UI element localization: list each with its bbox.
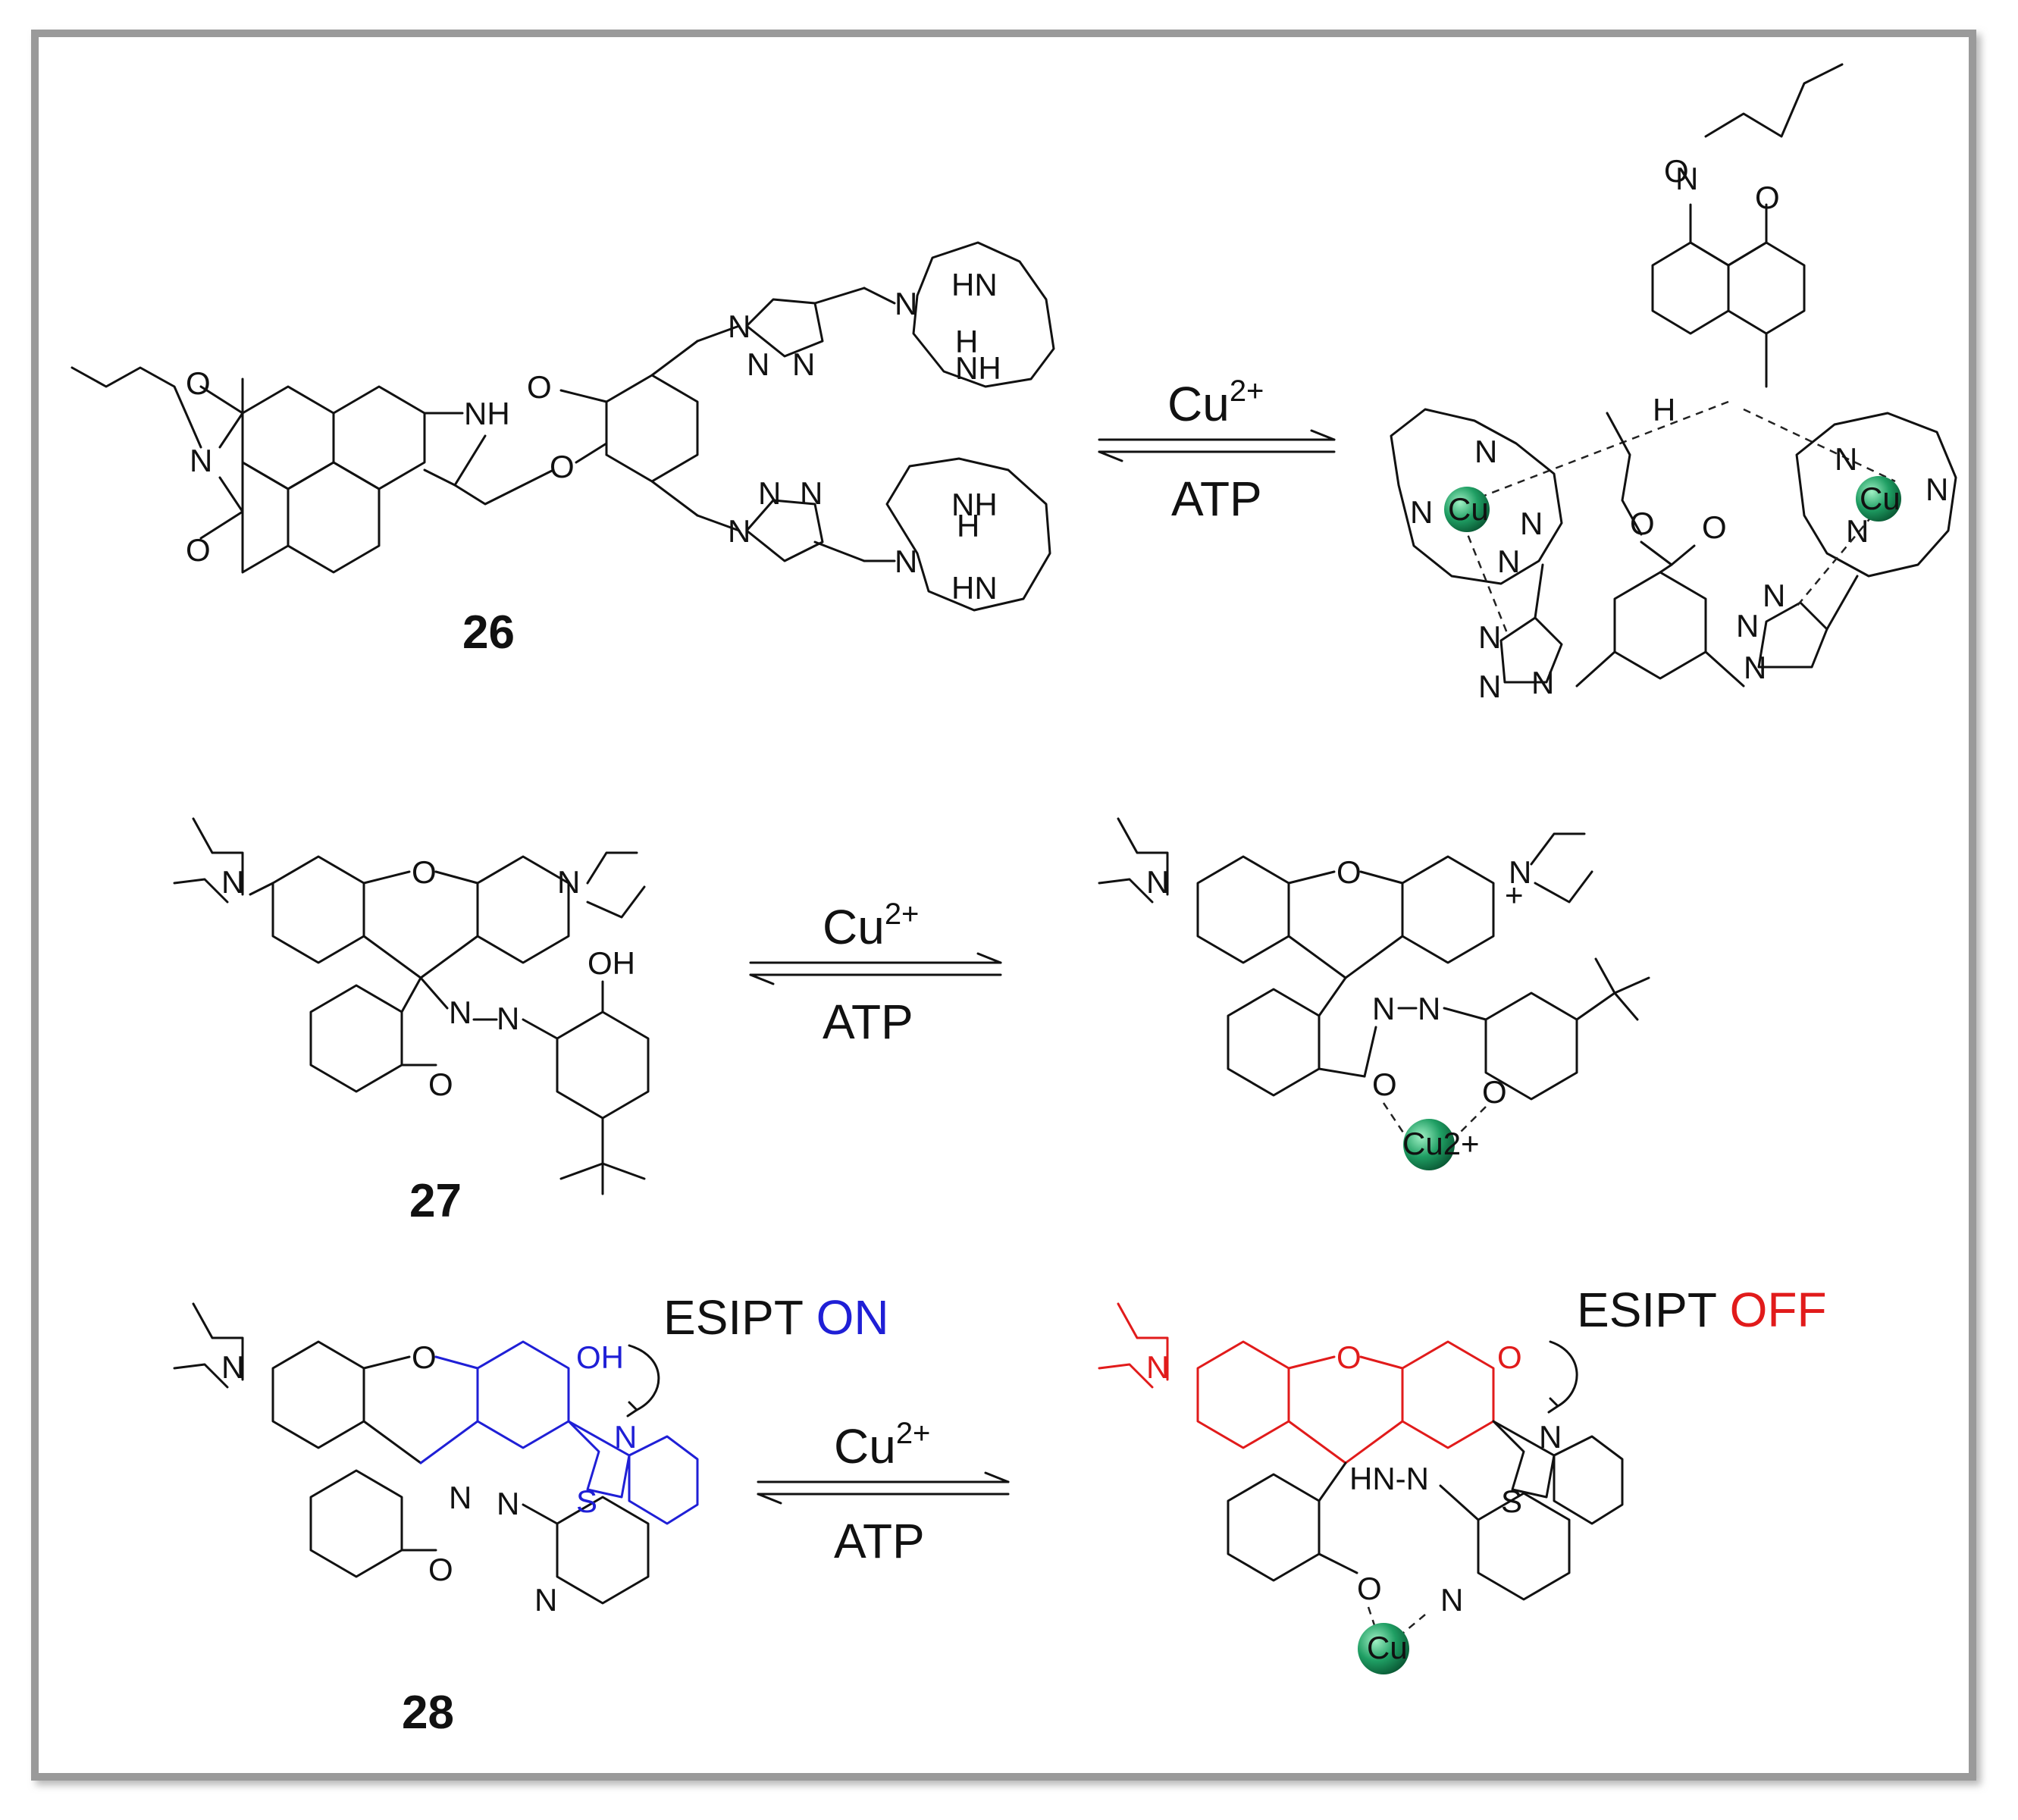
copper-ion (1403, 1119, 1455, 1170)
atom-n: N (1478, 619, 1501, 655)
atom-o: O (186, 532, 211, 568)
atom-nh: NH (464, 396, 510, 431)
atom-o: O (1372, 1067, 1397, 1102)
atom-n: N (747, 346, 769, 382)
reagent-label: Cu2+ (1167, 374, 1264, 431)
equilibrium-arrow (757, 1471, 1010, 1505)
product-28-copper-complex: N O O HN-N O N N S Cu (1098, 1302, 1624, 1674)
product-27-copper-complex: N O N + N N O O Cu2+ (1098, 817, 1650, 1170)
atom-o: O (527, 369, 552, 405)
atom-n: N (1478, 669, 1501, 704)
atom-nh: NH (951, 487, 998, 522)
atom-n: N (221, 1349, 244, 1385)
atom-n: N (1372, 991, 1395, 1026)
atom-n: N (190, 443, 212, 478)
reagent-label: Cu2+ (834, 1417, 930, 1474)
atom-o: O (1497, 1339, 1522, 1375)
atom-s: S (576, 1483, 597, 1519)
reagent-label: Cu2+ (823, 897, 919, 954)
atom-o: O (428, 1067, 453, 1102)
atom-n: N (614, 1419, 637, 1455)
atom-o: O (1482, 1074, 1507, 1110)
atom-n: N (758, 475, 781, 511)
atom-o: O (1357, 1571, 1382, 1606)
atom-n: N (1146, 1349, 1169, 1385)
copper-ion (1358, 1623, 1409, 1674)
atom-n: N (895, 286, 917, 321)
compound-number: 27 (409, 1175, 462, 1227)
atom-n: N (1531, 665, 1554, 700)
atom-n: N (1509, 854, 1531, 890)
copper-label: Cu (1448, 491, 1489, 527)
reverse-reagent-label: ATP (834, 1514, 925, 1568)
equilibrium-arrow (749, 952, 1002, 985)
atom-n: N (800, 475, 823, 511)
atom-hn-n: HN-N (1349, 1461, 1429, 1496)
product-26-copper-complex: O N O H O O N N N N N N N N N N (1390, 63, 1957, 704)
equilibrium-arrow (1098, 429, 1336, 462)
atom-o: O (550, 449, 575, 484)
atom-o: O (1702, 509, 1727, 545)
copper-ion (1444, 487, 1490, 532)
atom-o: O (186, 365, 211, 401)
atom-n: N (449, 1480, 472, 1515)
atom-n: N (1410, 494, 1433, 530)
figure-frame (31, 30, 1976, 1781)
atom-n: N (221, 864, 244, 900)
atom-n: N (1146, 864, 1169, 900)
atom-n: N (728, 309, 750, 344)
atom-oh: OH (588, 945, 635, 981)
atom-n: N (449, 995, 472, 1030)
atom-hn: HN (951, 267, 998, 302)
reverse-reagent-label: ATP (1171, 471, 1262, 526)
atom-n: N (1440, 1582, 1463, 1618)
atom-oh: OH (576, 1339, 624, 1375)
atom-o: O (1336, 1339, 1362, 1375)
atom-n: N (497, 1486, 519, 1521)
atom-n: H (1653, 392, 1675, 428)
copper-label: Cu (1860, 481, 1900, 516)
atom-o: O (412, 1339, 437, 1375)
atom-nh: NH (955, 350, 1001, 386)
atom-n: N (497, 1001, 519, 1036)
compound-28-structure: N O OH O N N N N S (173, 1302, 699, 1618)
atom-o: O (1630, 506, 1655, 541)
atom-h: H (955, 324, 978, 359)
atom-n: N (557, 864, 580, 900)
atom-n: N (1736, 608, 1759, 644)
atom-o: O (428, 1552, 453, 1587)
atom-o: O (1664, 153, 1689, 189)
atom-h: H (957, 508, 979, 543)
atom-charge: + (1505, 877, 1524, 913)
atom-o: O (1336, 854, 1362, 890)
atom-n: N (1744, 650, 1766, 685)
atom-n: N (534, 1582, 557, 1618)
atom-n: N (728, 513, 750, 549)
atom-n: N (1474, 434, 1497, 469)
atom-n: N (792, 346, 815, 382)
copper-ion (1856, 476, 1901, 522)
copper-label: Cu2+ (1402, 1126, 1480, 1161)
copper-label: Cu (1367, 1630, 1408, 1665)
atom-n: N (1926, 471, 1948, 507)
compound-27-structure: N O N O N N OH (173, 817, 650, 1195)
atom-s: S (1501, 1483, 1522, 1519)
compound-number: 28 (402, 1687, 454, 1739)
atom-n: N (1520, 506, 1543, 541)
esipt-on-label: ESIPT ON (663, 1290, 889, 1345)
atom-n: N (1835, 441, 1857, 477)
compound-number: 26 (462, 606, 515, 659)
reverse-reagent-label: ATP (823, 995, 913, 1049)
atom-n: N (1675, 161, 1698, 196)
atom-n: N (1497, 543, 1520, 579)
atom-n: N (1539, 1419, 1562, 1455)
atom-n: N (1763, 578, 1785, 613)
atom-o: O (412, 854, 437, 890)
atom-n: N (1846, 513, 1869, 549)
atom-n: N (1418, 991, 1440, 1026)
compound-26-structure: N O O NH O O N N N N (71, 241, 1055, 612)
esipt-off-label: ESIPT OFF (1577, 1283, 1827, 1337)
atom-hn: HN (951, 570, 998, 606)
